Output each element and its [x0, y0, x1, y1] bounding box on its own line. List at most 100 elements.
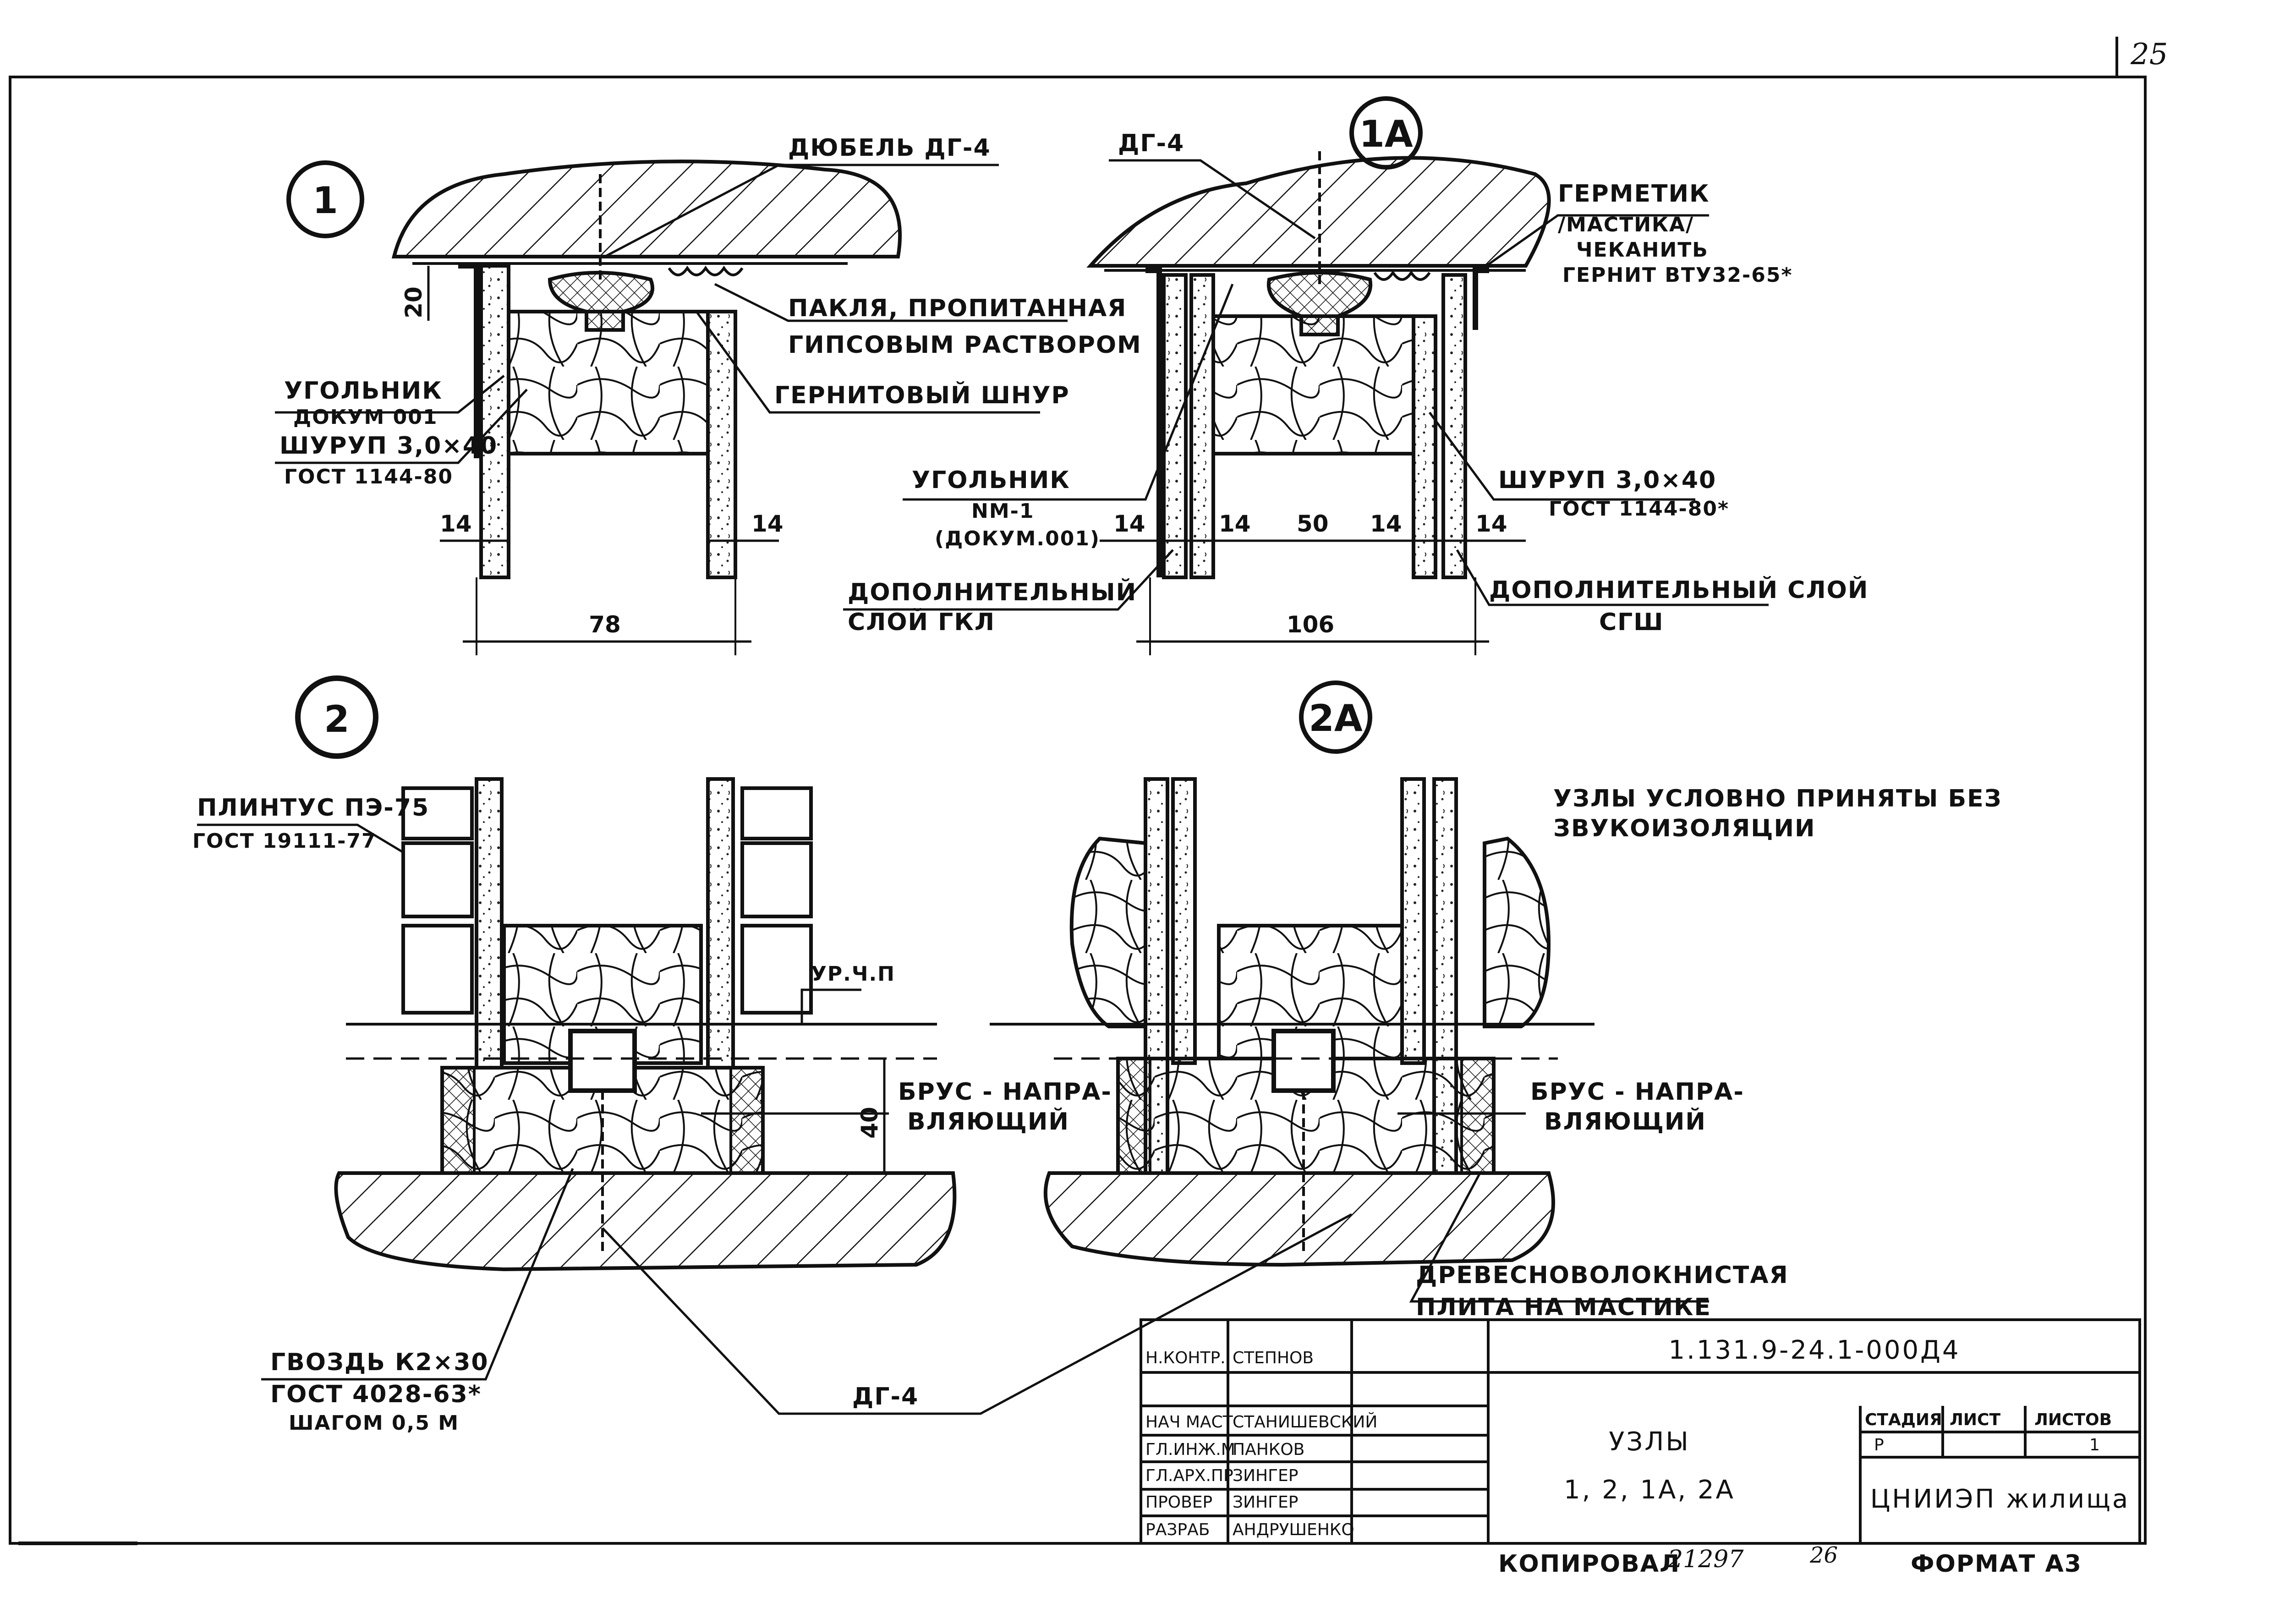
node-2a: 2А БРУС - НАПРА- ВЛЯЮЩИЙ ДРЕВЕСНОВОЛОКНИ…	[990, 680, 1788, 1321]
dim-106: 106	[1287, 611, 1334, 638]
tb-name-4: ЗИНГЕР	[1233, 1466, 1299, 1485]
tb-name-0: СТЕПНОВ	[1233, 1349, 1314, 1367]
dim-78: 78	[589, 611, 621, 638]
nail-label: ГВОЗДЬ К2×30	[270, 1349, 489, 1376]
stage-value: Р	[1874, 1436, 1884, 1454]
skirting-label: ПЛИНТУС ПЭ-75	[197, 794, 429, 822]
node-2a-marker	[1299, 680, 1372, 754]
skirting-gost-label: ГОСТ 19111-77	[192, 829, 377, 853]
node-1a-id: 1А	[1359, 113, 1413, 155]
angle-label: УГОЛЬНИК	[284, 377, 443, 405]
gypsum-board-left	[479, 264, 510, 579]
tb-role-2: НАЧ МАСТ	[1145, 1413, 1233, 1432]
dg4-1a-label: ДГ-4	[1118, 130, 1184, 157]
packing-label-1: ПАКЛЯ, ПРОПИТАННАЯ	[788, 295, 1127, 322]
tb-role-4: ГЛ.АРХ.ПР	[1145, 1466, 1233, 1485]
tb-role-6: РАЗРАБ	[1145, 1520, 1210, 1539]
fibreboard-right	[729, 1066, 764, 1174]
screw-label: ШУРУП 3,0×40	[279, 432, 498, 460]
gypsum-board-1a-left	[1189, 273, 1215, 579]
screw-1a-gost: ГОСТ 1144-80*	[1549, 497, 1729, 521]
wood-beam	[507, 310, 710, 455]
note-line-2: ЗВУКОИЗОЛЯЦИИ	[1553, 815, 1816, 842]
angle-doc-label: ДОКУМ 001	[293, 406, 438, 429]
floor-slab	[334, 1171, 957, 1272]
dim-1a-14-c: 14	[1370, 510, 1402, 537]
gernite-cord-1a	[1266, 271, 1373, 336]
title-block-text: Н.КОНТР. СТЕПНОВ НАЧ МАСТ СТАНИШЕВСКИЙ Г…	[1145, 1335, 2130, 1539]
gernite-cord	[548, 271, 654, 332]
extra-layer-2a-left	[1144, 777, 1169, 1175]
gypsum-board-2a-left	[1171, 777, 1197, 1065]
sheet-title-2: 1, 2, 1А, 2А	[1564, 1475, 1735, 1505]
gypsum-board-2a-right	[1400, 777, 1426, 1065]
nail-step-label: ШАГОМ 0,5 М	[289, 1411, 459, 1435]
sealant-label-2: /МАСТИКА/	[1558, 213, 1694, 236]
copied-label: КОПИРОВАЛ	[1498, 1550, 1680, 1578]
tb-role-3: ГЛ.ИНЖ.М	[1145, 1440, 1235, 1459]
tb-name-3: ПАНКОВ	[1233, 1440, 1304, 1459]
floor-level-label: УР.Ч.П	[811, 962, 895, 986]
organization: ЦНИИЭП жилища	[1870, 1484, 2130, 1514]
format-label: ФОРМАТ А3	[1911, 1550, 2082, 1578]
dim-1a-14-d: 14	[1475, 510, 1507, 537]
node-2-id: 2	[324, 698, 350, 741]
tb-name-2: СТАНИШЕВСКИЙ	[1233, 1412, 1377, 1432]
node-1a: 1А ДГ-4 ГЕРМЕТИК /МАСТИКА/ ЧЕКАНИТЬ ГЕРН…	[843, 96, 1868, 655]
node-2: 2 ПЛИНТУС ПЭ-75 ГОСТ 19111-77 УР.Ч.П БРУ…	[192, 675, 1353, 1435]
screw-1a-label: ШУРУП 3,0×40	[1498, 466, 1716, 494]
title-block	[1140, 1318, 2141, 1545]
stage-header: СТАДИЯ	[1865, 1410, 1942, 1429]
beam-2-label-2: ВЛЯЮЩИЙ	[907, 1108, 1069, 1136]
general-note: УЗЛЫ УСЛОВНО ПРИНЯТЫ БЕЗ ЗВУКОИЗОЛЯЦИИ	[1553, 785, 2001, 842]
ceiling-slab	[391, 159, 902, 258]
angle-1a-label: УГОЛЬНИК	[912, 466, 1070, 494]
node-1-id: 1	[312, 179, 338, 222]
page-number: 25	[2130, 38, 2168, 71]
sheet-header: ЛИСТ	[1950, 1410, 2000, 1429]
sealant-label-4: ГЕРНИТ ВТУ32-65*	[1562, 263, 1793, 287]
beam-2-label-1: БРУС - НАПРА-	[898, 1078, 1112, 1106]
skirting-2a-left	[1069, 836, 1147, 1028]
fibreboard-left	[441, 1066, 476, 1174]
extra-sgsh-layer	[1441, 273, 1467, 579]
node-1-marker	[286, 160, 364, 238]
dim-14-left: 14	[440, 510, 472, 537]
dim-1a-14-a: 14	[1113, 510, 1145, 537]
dg4-label: ДГ-4	[852, 1383, 919, 1410]
dim-14-right: 14	[751, 510, 784, 537]
nail-block	[568, 1029, 637, 1093]
tb-role-5: ПРОВЕР	[1145, 1493, 1212, 1512]
dim-1a-14-b: 14	[1219, 510, 1251, 537]
steel-angle	[458, 263, 479, 458]
node-2a-id: 2А	[1309, 697, 1363, 740]
skirting-profile	[401, 786, 813, 1015]
packing-tow	[668, 265, 744, 276]
tb-name-6: АНДРУШЕНКО	[1233, 1520, 1354, 1539]
floor-slab-2a	[1043, 1171, 1555, 1267]
nail-gost-label: ГОСТ 4028-63*	[270, 1381, 482, 1408]
gypsum-board-2-left	[475, 777, 504, 1070]
dim-40: 40	[856, 1107, 883, 1139]
dim-20: 20	[400, 286, 427, 318]
packing-label-2: ГИПСОВЫМ РАСТВОРОМ	[788, 331, 1142, 359]
dim-1a-50: 50	[1297, 510, 1329, 537]
extra-gkl-label-1: ДОПОЛНИТЕЛЬНЫЙ	[848, 578, 1137, 606]
node-1: 1 ДЮБЕЛЬ ДГ-4 ПАКЛЯ, ПРОПИТАННАЯ ГИПСОВЫ…	[275, 134, 1142, 655]
packing-tow-1a	[1373, 270, 1431, 281]
gypsum-board-2-right	[706, 777, 735, 1070]
nail-block-2a	[1271, 1029, 1336, 1093]
steel-angle-1a-left	[1145, 268, 1162, 577]
extra-gkl-label-2: СЛОЙ ГКЛ	[848, 608, 995, 636]
cord-label: ГЕРНИТОВЫЙ ШНУР	[774, 381, 1070, 409]
beam-2a-label-2: ВЛЯЮЩИЙ	[1544, 1108, 1706, 1136]
screw-gost-label: ГОСТ 1144-80	[284, 465, 453, 488]
angle-1a-type: NМ-1	[971, 499, 1035, 523]
sealant-label-3: ЧЕКАНИТЬ	[1576, 238, 1709, 262]
copied-extra: 26	[1809, 1542, 1838, 1568]
sheet-title-1: УЗЛЫ	[1609, 1427, 1690, 1457]
skirting-2a-right	[1483, 836, 1551, 1028]
tb-name-5: ЗИНГЕР	[1233, 1493, 1299, 1512]
node-2-marker	[295, 675, 378, 759]
